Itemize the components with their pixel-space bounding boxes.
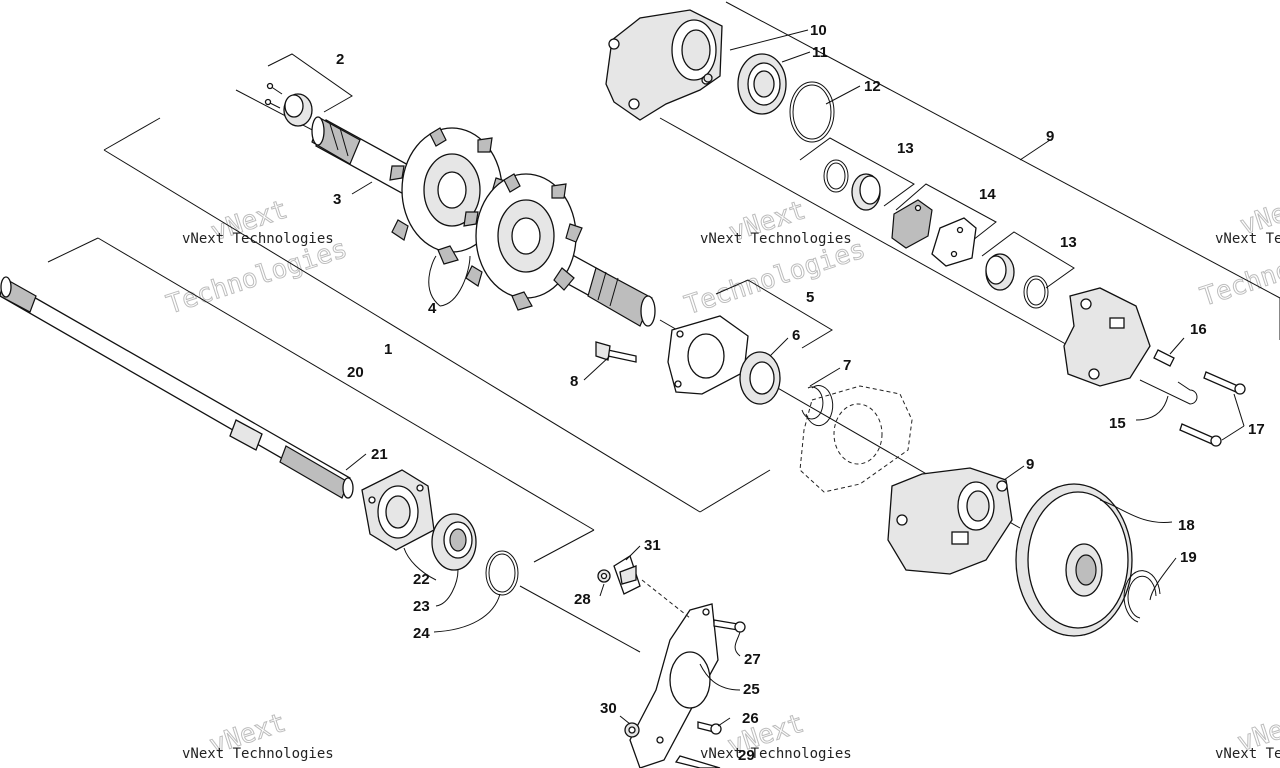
bracket-group-20 bbox=[47, 237, 595, 563]
snap-ring-part-7 bbox=[801, 385, 834, 427]
callout-23: 23 bbox=[413, 598, 430, 615]
callout-13-lower: 13 bbox=[1060, 234, 1077, 251]
bracket-group-14 bbox=[895, 183, 997, 245]
caliper-outer-part-9-right bbox=[1063, 287, 1151, 387]
bolt-part-17-lower bbox=[1179, 423, 1222, 447]
bracket-group-2 bbox=[267, 53, 353, 113]
watermark-bottom-center: vNext vNext Technologies bbox=[700, 708, 852, 762]
ring-part-13-upper bbox=[823, 159, 849, 193]
watermark-bottom-left: vNext vNext Technologies bbox=[182, 707, 334, 762]
callout-2: 2 bbox=[336, 51, 344, 68]
sprocket-part-4-right bbox=[463, 173, 583, 311]
callout-15: 15 bbox=[1109, 415, 1126, 432]
o-ring-part-12 bbox=[789, 81, 835, 143]
cap-axis-line bbox=[235, 89, 321, 135]
callout-27: 27 bbox=[744, 651, 761, 668]
bolt-part-8 bbox=[595, 341, 637, 363]
callout-5: 5 bbox=[806, 289, 814, 306]
nut-part-28 bbox=[597, 569, 611, 583]
svg-text:vNext Technologies: vNext Technologies bbox=[1215, 746, 1280, 762]
bleeder-part-16 bbox=[1153, 349, 1175, 367]
o-ring-part-24 bbox=[485, 550, 519, 596]
mounting-plate-part-25 bbox=[629, 603, 719, 768]
watermark-bottom-right: vNext vNext Technologies bbox=[1215, 705, 1280, 762]
seal-part-10 bbox=[703, 73, 713, 83]
bracket-group-1 bbox=[103, 117, 771, 513]
bracket-group-13-lower bbox=[981, 231, 1075, 289]
callout-25: 25 bbox=[743, 681, 760, 698]
clip-part-31 bbox=[613, 555, 641, 595]
callout-6: 6 bbox=[792, 327, 800, 344]
callout-24: 24 bbox=[413, 625, 430, 642]
callout-8: 8 bbox=[570, 373, 578, 390]
piston-part-11 bbox=[737, 53, 787, 115]
watermark-right: vNext vNext Technologies Technologies bbox=[1196, 188, 1280, 313]
callout-16: 16 bbox=[1190, 321, 1207, 338]
callout-7: 7 bbox=[843, 357, 851, 374]
bearing-housing-part-22 bbox=[361, 469, 435, 551]
callout-4: 4 bbox=[428, 300, 437, 317]
callout-14: 14 bbox=[979, 186, 996, 203]
brake-disc-part-18 bbox=[1015, 483, 1133, 637]
svg-text:Technologies: Technologies bbox=[681, 234, 869, 321]
callout-11: 11 bbox=[812, 44, 828, 61]
brake-pad-part-14-right bbox=[931, 217, 977, 267]
bracket-group-5 bbox=[715, 279, 833, 349]
end-cap-part-2 bbox=[264, 82, 313, 127]
seal-part-6 bbox=[739, 351, 781, 405]
callout-17: 17 bbox=[1248, 421, 1265, 438]
callout-30: 30 bbox=[600, 700, 617, 717]
bolt-part-26 bbox=[697, 721, 722, 735]
svg-text:vNext Technologies: vNext Technologies bbox=[700, 746, 852, 762]
caliper-axis-line bbox=[659, 117, 1081, 353]
callout-31: 31 bbox=[644, 537, 661, 554]
axle-part-20 bbox=[0, 276, 354, 499]
callout-9-top: 9 bbox=[1046, 128, 1054, 145]
callout-3: 3 bbox=[333, 191, 341, 208]
svg-text:vNext Technologies: vNext Technologies bbox=[182, 746, 334, 762]
flange-plate-part-5 bbox=[667, 315, 749, 395]
shield-plate-dashed bbox=[799, 385, 913, 493]
svg-text:vNext Technologies: vNext Technologies bbox=[182, 231, 334, 247]
callout-labels: 2 3 4 1 20 21 22 23 24 8 5 6 7 10 11 12 … bbox=[333, 22, 1265, 764]
piston-part-13-lower bbox=[985, 253, 1015, 291]
housing-axis-line bbox=[519, 585, 641, 653]
callout-13-upper: 13 bbox=[897, 140, 914, 157]
nut-part-30 bbox=[624, 722, 640, 738]
callout-21: 21 bbox=[371, 446, 388, 463]
snap-ring-part-19 bbox=[1123, 570, 1161, 623]
callout-1: 1 bbox=[384, 341, 392, 358]
bolt-part-17-upper bbox=[1203, 371, 1246, 395]
svg-text:vNext Technologies: vNext Technologies bbox=[1215, 231, 1280, 247]
bolt-part-27 bbox=[713, 619, 746, 633]
retaining-pin-part-15 bbox=[1139, 379, 1198, 405]
callout-26: 26 bbox=[742, 710, 759, 727]
bolt-part-29 bbox=[674, 755, 721, 768]
callout-19: 19 bbox=[1180, 549, 1197, 566]
leader-lines bbox=[345, 29, 1245, 727]
callout-18: 18 bbox=[1178, 517, 1195, 534]
callout-29: 29 bbox=[738, 747, 755, 764]
bracket-group-13-upper bbox=[799, 137, 915, 207]
svg-text:vNext Technologies: vNext Technologies bbox=[700, 231, 852, 247]
bearing-part-23 bbox=[431, 513, 477, 571]
piston-part-13-upper bbox=[851, 173, 881, 211]
callout-20: 20 bbox=[347, 364, 364, 381]
callout-12: 12 bbox=[864, 78, 881, 95]
bracket-group-9-top bbox=[725, 1, 1280, 340]
callout-9-bottom: 9 bbox=[1026, 456, 1034, 473]
clip-dashed-guide bbox=[641, 579, 691, 619]
brake-pad-part-14-left bbox=[891, 199, 933, 249]
callout-28: 28 bbox=[574, 591, 591, 608]
caliper-half-part-9-upper bbox=[605, 9, 723, 121]
watermark-left: vNext vNext Technologies Technologies bbox=[162, 194, 351, 321]
caliper-half-part-9-lower bbox=[887, 467, 1013, 575]
watermark-center: vNext vNext Technologies Technologies bbox=[681, 195, 870, 322]
callout-22: 22 bbox=[413, 571, 430, 588]
callout-10: 10 bbox=[810, 22, 827, 39]
ring-part-13-lower bbox=[1023, 275, 1049, 309]
sprocket-part-4-left bbox=[389, 127, 509, 265]
